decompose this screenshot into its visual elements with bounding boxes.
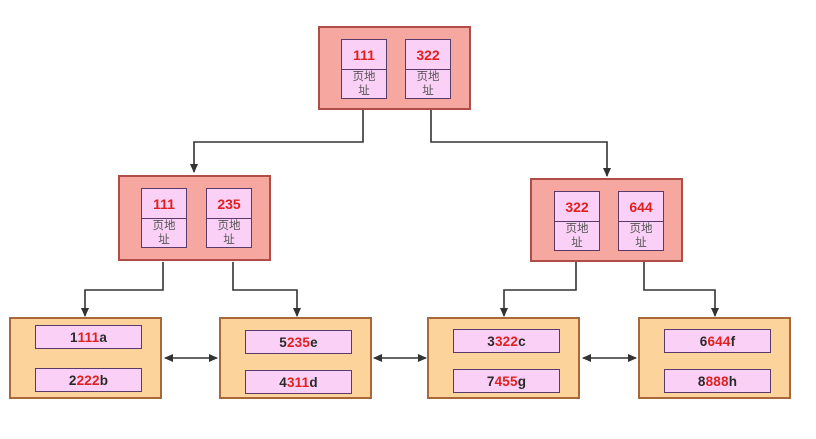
- edge-branch-right-to-leaf-4: [643, 262, 719, 317]
- record-suffix: g: [517, 373, 527, 389]
- branch-left-cell-1: 111 页地址: [141, 188, 187, 248]
- record-prefix: 1: [69, 329, 78, 345]
- record-key: 455: [494, 373, 518, 389]
- record-key: 888: [705, 373, 729, 389]
- branch-index-node-left: 111 页地址 235 页地址: [118, 175, 271, 261]
- record-suffix: d: [309, 374, 318, 390]
- branch-right-cell-1: 322 页地址: [554, 191, 600, 251]
- cell-key: 111: [342, 40, 386, 70]
- page-address-label: 页地址: [416, 71, 440, 97]
- record-prefix: 4: [279, 374, 287, 390]
- record-key: 235: [286, 334, 311, 350]
- record-prefix: 5: [279, 334, 287, 350]
- cell-key: 644: [619, 192, 663, 222]
- record-suffix: b: [99, 372, 109, 388]
- edge-root-to-branch-right: [430, 110, 611, 177]
- page-address-label: 页地址: [565, 223, 589, 249]
- page-address-label: 页地址: [217, 220, 241, 246]
- page-address-label: 页地址: [629, 223, 653, 249]
- edge-root-to-branch-left: [190, 110, 364, 173]
- branch-right-cell-2: 644 页地址: [618, 191, 664, 251]
- root-cell-1: 111 页地址: [341, 39, 387, 99]
- page-address-label: 页地址: [152, 220, 176, 246]
- root-index-node: 111 页地址 322 页地址: [318, 26, 471, 110]
- record-prefix: 3: [487, 333, 495, 349]
- branch-index-node-right: 322 页地址 644 页地址: [530, 178, 683, 262]
- record-key: 644: [707, 333, 731, 349]
- record-suffix: e: [310, 334, 318, 350]
- record-suffix: a: [99, 329, 108, 345]
- record-key: 322: [494, 333, 519, 349]
- record-suffix: c: [518, 333, 526, 349]
- cell-key: 322: [555, 192, 599, 222]
- cell-key: 111: [142, 189, 186, 219]
- cell-key: 322: [406, 40, 450, 70]
- record-key: 222: [76, 372, 100, 388]
- record-prefix: 2: [68, 372, 77, 388]
- edge-branch-right-to-leaf-3: [500, 262, 577, 317]
- page-address-label: 页地址: [352, 71, 376, 97]
- record-key: 111: [77, 329, 100, 345]
- record-suffix: h: [728, 373, 738, 389]
- root-cell-2: 322 页地址: [405, 39, 451, 99]
- branch-left-cell-2: 235 页地址: [206, 188, 252, 248]
- edge-branch-left-to-leaf-1: [81, 262, 164, 317]
- record-prefix: 7: [486, 373, 495, 389]
- record-prefix: 6: [699, 333, 708, 349]
- record-prefix: 8: [697, 373, 706, 389]
- record-key: 311: [286, 374, 310, 390]
- record-suffix: f: [730, 333, 736, 349]
- cell-key: 235: [207, 189, 251, 219]
- edge-branch-left-to-leaf-2: [232, 262, 301, 317]
